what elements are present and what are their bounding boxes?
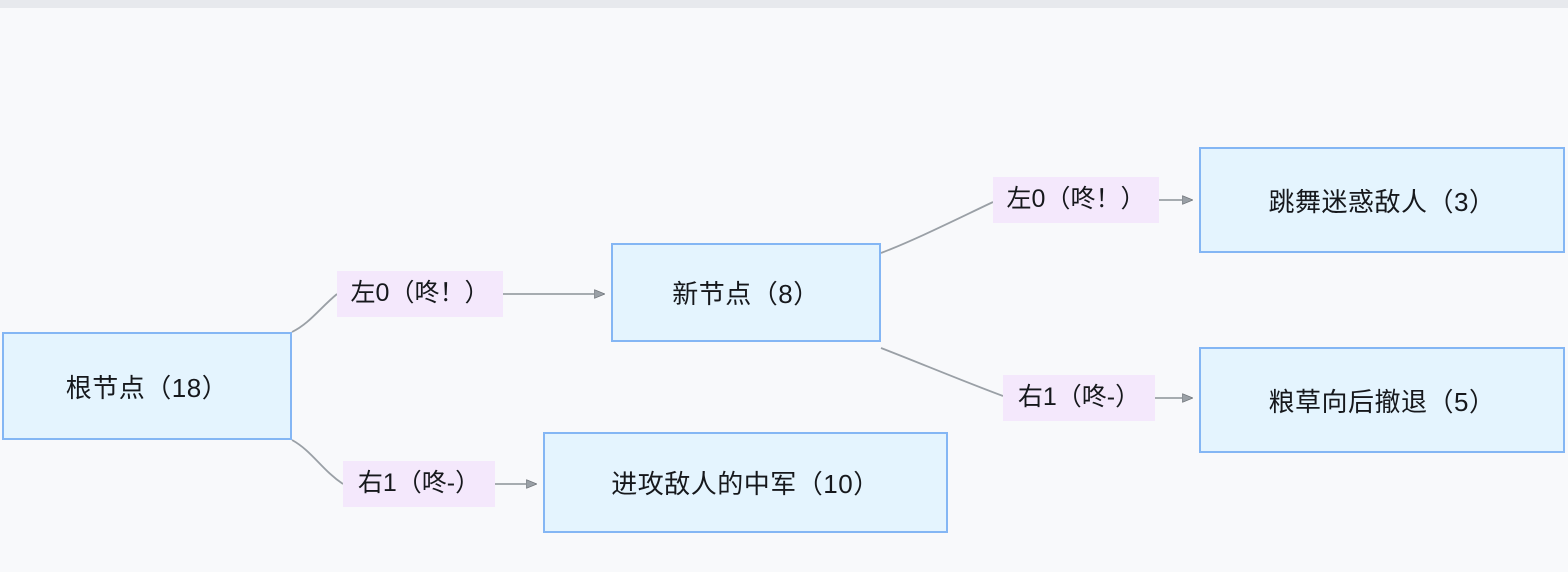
edge-label-root-to-new-node-text: 左0（咚！） bbox=[350, 278, 490, 307]
edge-label-new-node-to-dance-text: 左0（咚！） bbox=[1006, 184, 1146, 213]
node-dance-confuse-enemy[interactable]: 跳舞迷惑敌人（3） bbox=[1199, 147, 1565, 253]
node-attack-center-army-label: 进攻敌人的中军（10） bbox=[611, 469, 880, 499]
node-retreat-supplies[interactable]: 粮草向后撤退（5） bbox=[1199, 347, 1565, 453]
window-top-strip bbox=[0, 0, 1568, 8]
node-retreat-supplies-label: 粮草向后撤退（5） bbox=[1268, 386, 1496, 417]
node-attack-center-army[interactable]: 进攻敌人的中军（10） bbox=[543, 432, 948, 533]
edge-new-node-to-retreat-lead bbox=[880, 347, 1004, 397]
edge-root-to-attack-lead bbox=[291, 439, 344, 485]
edge-label-root-to-attack[interactable]: 右1（咚-） bbox=[343, 461, 495, 507]
edge-label-root-to-attack-text: 右1（咚-） bbox=[357, 468, 481, 497]
diagram-canvas[interactable]: 根节点（18） 新节点（8） 跳舞迷惑敌人（3） 粮草向后撤退（5） 进攻敌人的… bbox=[0, 8, 1568, 572]
edge-label-new-node-to-retreat-text: 右1（咚-） bbox=[1017, 382, 1141, 411]
node-dance-confuse-enemy-label: 跳舞迷惑敌人（3） bbox=[1268, 186, 1496, 217]
node-new-node-label: 新节点（8） bbox=[672, 279, 820, 309]
edge-label-root-to-new-node[interactable]: 左0（咚！） bbox=[337, 271, 503, 317]
node-root[interactable]: 根节点（18） bbox=[2, 332, 292, 440]
edge-new-node-to-dance-lead bbox=[880, 201, 994, 254]
edge-root-to-new-node-lead bbox=[291, 293, 338, 333]
edge-label-new-node-to-dance[interactable]: 左0（咚！） bbox=[993, 177, 1159, 223]
node-root-label: 根节点（18） bbox=[65, 372, 229, 403]
node-new-node[interactable]: 新节点（8） bbox=[611, 243, 881, 342]
edge-label-new-node-to-retreat[interactable]: 右1（咚-） bbox=[1003, 375, 1155, 421]
